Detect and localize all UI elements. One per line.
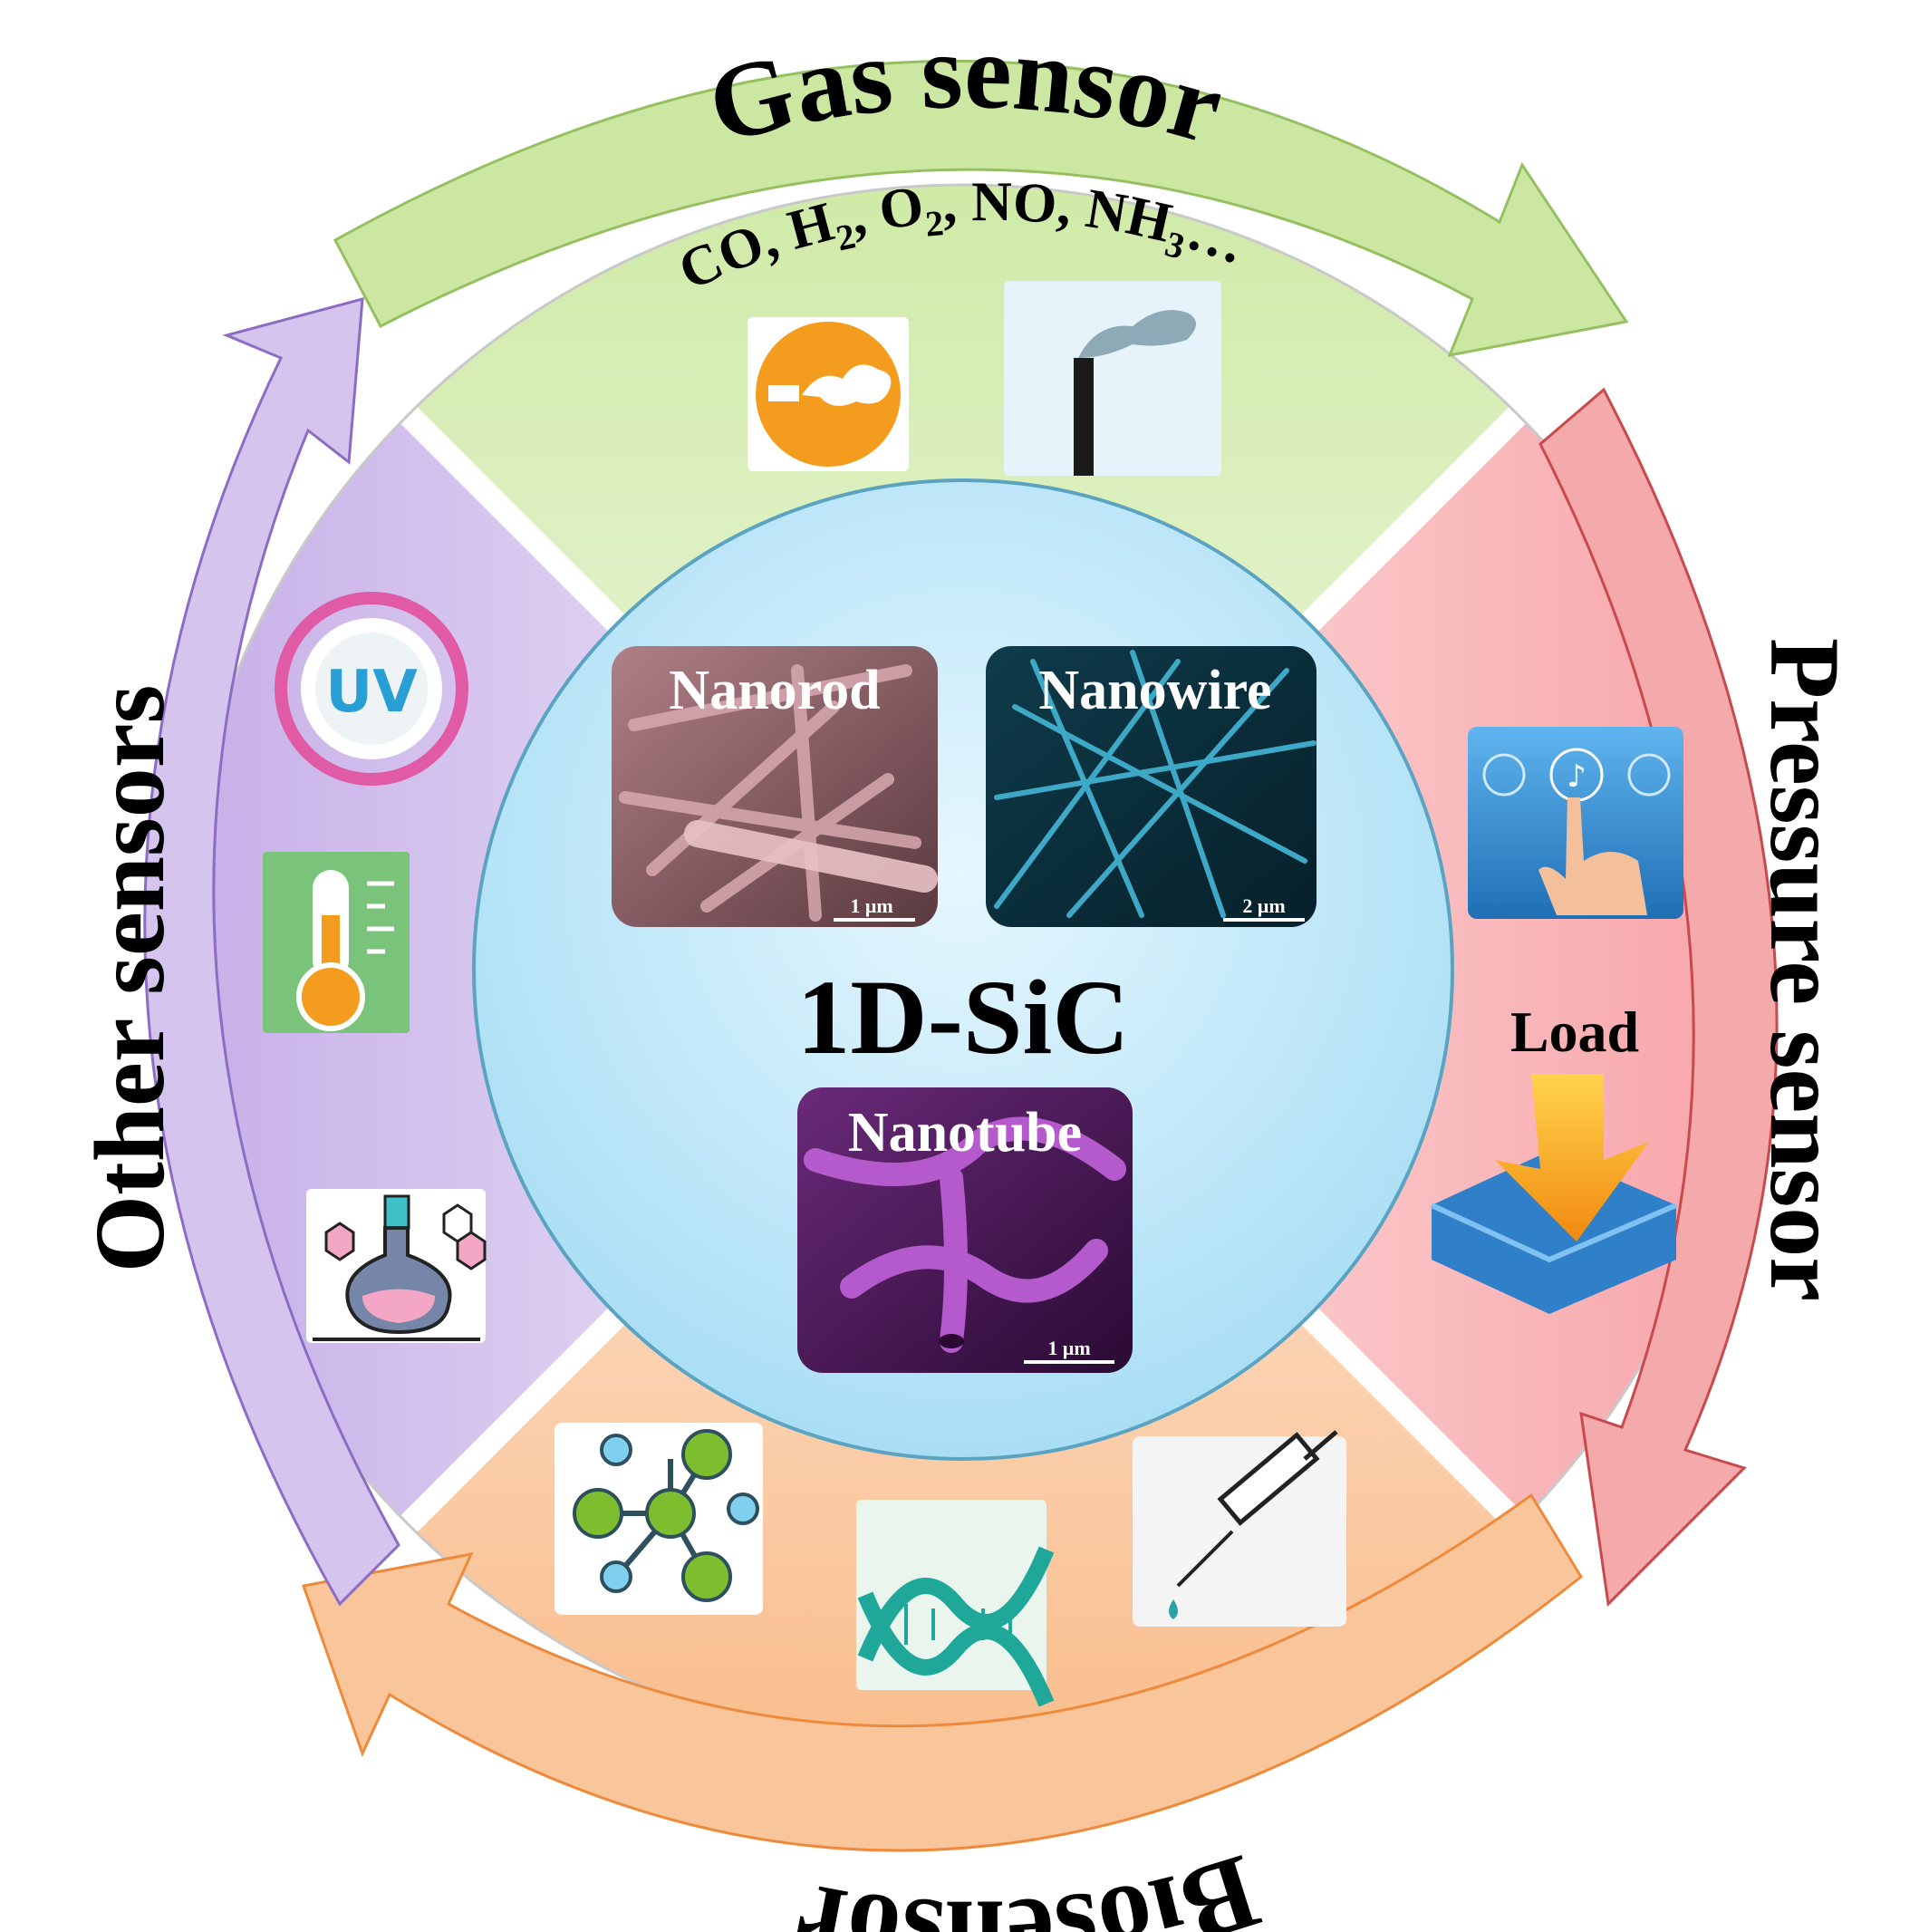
car-exhaust-icon	[747, 317, 909, 471]
svg-text:♪: ♪	[1567, 758, 1587, 795]
thermometer-icon	[263, 852, 410, 1033]
uv-label: UV	[325, 659, 418, 726]
uv-meter-icon: UV	[275, 592, 468, 786]
nanorod-scale: 1 μm	[850, 894, 892, 917]
pressure-sensor-title: Pressure sensor	[1750, 638, 1860, 1301]
load-label: Load	[1510, 1000, 1639, 1064]
nanotube-panel: Nanotube 1 μm	[797, 1087, 1133, 1373]
touch-screen-icon: ♪	[1468, 727, 1683, 919]
dna-icon	[856, 1500, 1055, 1707]
nanowire-panel: Nanowire 2 μm	[986, 646, 1317, 927]
nanorod-panel: Nanorod 1 μm	[612, 646, 938, 927]
nanotube-label: Nanotube	[848, 1102, 1082, 1164]
factory-chimney-icon	[1004, 281, 1221, 476]
center-title: 1D-SiC	[796, 958, 1129, 1077]
other-arrow	[143, 297, 400, 1607]
molecule-icon	[555, 1423, 763, 1615]
chemical-flask-icon	[306, 1189, 487, 1343]
nanorod-label: Nanorod	[669, 660, 880, 721]
load-arrow-icon	[1430, 1074, 1678, 1314]
syringe-icon	[1133, 1430, 1346, 1627]
other-sensors-title: Other sensors	[74, 685, 185, 1273]
nanowire-scale: 2 μm	[1242, 894, 1285, 917]
nanotube-scale: 1 μm	[1047, 1337, 1090, 1359]
gas-arrow	[333, 59, 1629, 357]
bio-arrow	[302, 1492, 1583, 1852]
nanowire-label: Nanowire	[1038, 660, 1271, 721]
